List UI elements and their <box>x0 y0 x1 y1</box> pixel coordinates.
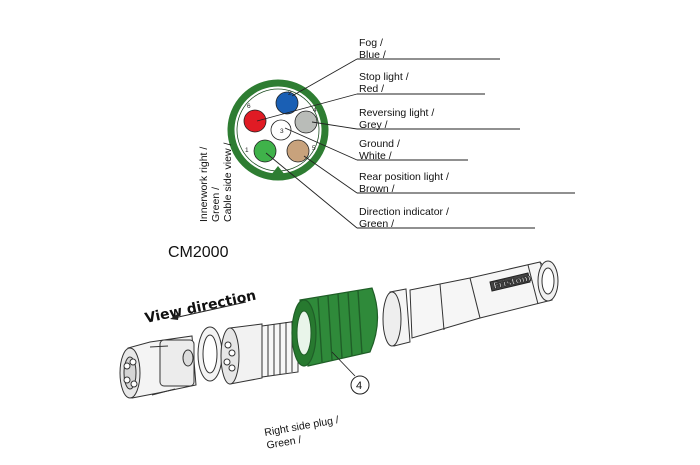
label-reversing-light: Reversing light / <box>359 107 434 119</box>
label-brown: Brown / <box>359 183 395 195</box>
callout-number: 4 <box>356 380 362 392</box>
collar-ring <box>382 288 411 347</box>
pin-number: 3 <box>280 128 284 135</box>
connector-face: 2 6 3 4 1 5 <box>227 79 329 181</box>
plug-head <box>119 335 197 399</box>
label-ground: Ground / <box>359 138 400 150</box>
label-green: Green / <box>359 218 394 230</box>
view-direction-arrow <box>170 301 247 320</box>
plug-label: Right side plug / Green / <box>263 414 339 452</box>
callout-4: 4 <box>331 351 370 395</box>
model-name: CM2000 <box>168 244 229 261</box>
pin-labels: Fog / Blue / Stop light / Red / Reversin… <box>359 37 449 230</box>
label-stop-light: Stop light / <box>359 71 409 83</box>
pin-white <box>270 119 292 141</box>
gasket-ring <box>197 326 223 382</box>
label-blue: Blue / <box>359 49 386 61</box>
pin-blue <box>275 91 299 115</box>
green-nut <box>291 287 379 367</box>
pin-number: 1 <box>245 147 249 154</box>
pin-number: 4 <box>313 107 317 114</box>
plug-label-line1: Right side plug / <box>263 414 339 439</box>
view-direction-group: View direction <box>144 288 258 327</box>
view-direction-label: View direction <box>144 288 258 327</box>
pin-brown <box>286 139 310 163</box>
side-label-line1: Innerwork right / <box>198 147 210 222</box>
label-rear-position-light: Rear position light / <box>359 171 449 183</box>
label-white: White / <box>359 150 392 162</box>
pin-number: 5 <box>312 145 316 152</box>
pin-red <box>243 109 267 133</box>
key-notch <box>271 166 285 175</box>
side-label-line2: Green / <box>210 187 222 222</box>
pin-number: 2 <box>288 90 292 97</box>
label-grey: Grey / <box>359 119 388 131</box>
gland-body: Fristom <box>409 260 559 339</box>
side-label: Innerwork right / Green / Cable side vie… <box>198 143 234 222</box>
leader-lines <box>256 58 575 229</box>
pin-insert <box>220 320 299 385</box>
label-red: Red / <box>359 83 384 95</box>
pin-grey <box>294 110 318 134</box>
label-direction-indicator: Direction indicator / <box>359 206 449 218</box>
label-fog: Fog / <box>359 37 383 49</box>
pin-number: 6 <box>247 103 251 110</box>
side-label-line3: Cable side view / <box>222 143 234 222</box>
